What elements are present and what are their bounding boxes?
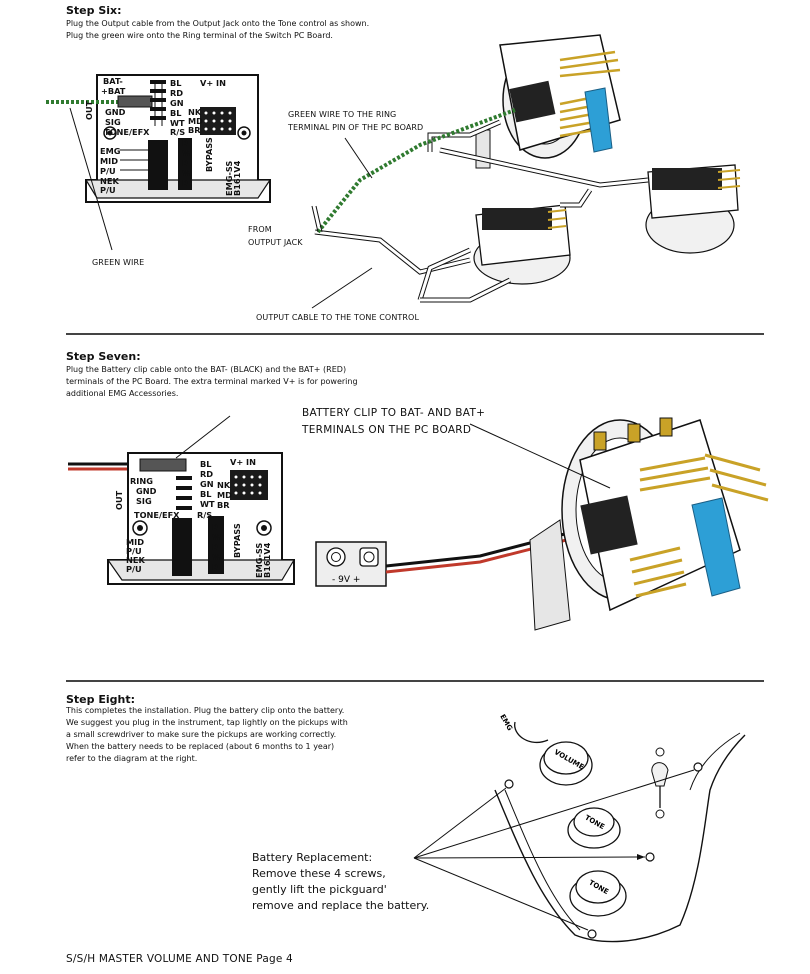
battery-replacement-4: remove and replace the battery. [252, 899, 430, 912]
step-six-diagram: BAT- +BAT GND SIG BL RD GN BL WT V+ IN N… [46, 34, 741, 309]
callout-battery-2: TERMINALS ON THE PC BOARD [302, 424, 472, 436]
svg-text:SIG: SIG [136, 496, 152, 506]
label-out: OUT [84, 100, 94, 120]
label-bat-minus: BAT- [103, 76, 123, 86]
svg-text:B161V4: B161V4 [262, 542, 272, 578]
label-emg: EMG [100, 146, 121, 156]
label-sig: SIG [105, 117, 121, 127]
label-model2: B161V4 [232, 160, 242, 196]
step-seven-text-2: terminals of the PC Board. The extra ter… [66, 377, 358, 386]
svg-text:BL: BL [200, 459, 211, 469]
callout-from: FROM [248, 225, 272, 234]
svg-text:RD: RD [200, 469, 213, 479]
s7-label-vplus-in: V+ IN [230, 457, 256, 467]
label-nk: NK [188, 107, 202, 117]
label-bl2: BL [170, 108, 181, 118]
step-six-assembly [311, 34, 741, 309]
svg-text:B: B [212, 562, 218, 572]
svg-text:W: W [182, 148, 191, 158]
svg-text:BYPASS: BYPASS [232, 523, 242, 558]
step-seven-text-3: additional EMG Accessories. [66, 389, 179, 398]
step-six-text-2: Plug the green wire onto the Ring termin… [66, 31, 333, 40]
svg-text:GND: GND [136, 486, 157, 496]
svg-text:GN: GN [200, 479, 214, 489]
label-pu: P/U [100, 166, 116, 176]
label-wt: WT [170, 118, 185, 128]
label-nek: NEK [100, 176, 119, 186]
step-six-title: Step Six: [66, 4, 122, 17]
svg-text:B: B [182, 138, 188, 148]
step-eight-text-1: This completes the installation. Plug th… [66, 706, 345, 715]
label-tone-efx: TONE/EFX [104, 127, 150, 137]
s7-label-tone-efx: TONE/EFX [134, 510, 180, 520]
label-mid: MID [100, 156, 118, 166]
svg-text:WT: WT [200, 499, 215, 509]
svg-text:MID: MID [126, 537, 144, 547]
label-gn: GN [170, 98, 184, 108]
label-bypass: BYPASS [204, 137, 214, 172]
callout-green-ring-1: GREEN WIRE TO THE RING [288, 110, 397, 119]
step-eight-text-5: refer to the diagram at the right. [66, 754, 198, 763]
step-eight-title: Step Eight: [66, 693, 135, 706]
knob-tone-1: TONE [567, 807, 621, 849]
svg-text:R/S: R/S [197, 510, 212, 520]
svg-text:W: W [182, 168, 191, 178]
callout-output-cable: OUTPUT CABLE TO THE TONE CONTROL [256, 313, 420, 322]
step-eight-text-3: a small screwdriver to make sure the pic… [66, 730, 337, 739]
svg-text:P/U: P/U [126, 564, 142, 574]
svg-text:BL: BL [200, 489, 211, 499]
svg-text:EMG-SS: EMG-SS [254, 543, 264, 578]
divider-2 [66, 680, 764, 682]
label-br: BR [188, 125, 201, 135]
label-rd: RD [170, 88, 183, 98]
label-md: MD [188, 116, 203, 126]
callout-battery-1: BATTERY CLIP TO BAT- AND BAT+ [302, 407, 486, 419]
battery-replacement-1: Battery Replacement: [252, 851, 373, 864]
step-eight-text-4: When the battery needs to be replaced (a… [66, 742, 335, 751]
svg-text:W: W [212, 532, 221, 542]
label-vplus-in: V+ IN [200, 78, 226, 88]
svg-text:B: B [212, 522, 218, 532]
label-gnd: GND [105, 107, 126, 117]
page-footer: S/S/H MASTER VOLUME AND TONE Page 4 [66, 953, 293, 965]
svg-text:B: B [182, 178, 188, 188]
callout-output-jack: OUTPUT JACK [248, 238, 303, 247]
step-seven-text-1: Plug the Battery clip cable onto the BAT… [66, 365, 347, 374]
step-six-text-1: Plug the Output cable from the Output Ja… [66, 19, 370, 28]
label-rs: R/S [170, 127, 185, 137]
battery-label: - 9V + [332, 575, 360, 585]
label-bat-plus: +BAT [101, 86, 126, 96]
callout-green-ring-2: TERMINAL PIN OF THE PC BOARD [288, 123, 424, 132]
pickup-label: EMG [498, 713, 514, 732]
knob-volume: VOLUME [539, 741, 593, 786]
divider-1 [66, 333, 764, 335]
svg-text:NEK: NEK [126, 555, 145, 565]
callout-green-wire: GREEN WIRE [92, 258, 145, 267]
svg-text:B: B [212, 542, 218, 552]
s7-label-ring: RING [130, 476, 153, 486]
step-seven-title: Step Seven: [66, 350, 141, 363]
svg-text:W: W [212, 552, 221, 562]
step-eight-text-2: We suggest you plug in the instrument, t… [66, 718, 348, 727]
svg-text:B: B [182, 158, 188, 168]
label-pu2: P/U [100, 185, 116, 195]
svg-text:P/U: P/U [126, 546, 142, 556]
svg-text:NK: NK [217, 480, 231, 490]
knob-tone-2: TONE [569, 870, 627, 917]
svg-text:MD: MD [217, 490, 232, 500]
battery-replacement-3: gently lift the pickguard' [252, 883, 387, 896]
label-bl: BL [170, 78, 181, 88]
battery-replacement-2: Remove these 4 screws, [252, 867, 386, 880]
label-model: EMG-SS [224, 161, 234, 196]
svg-text:BR: BR [217, 500, 230, 510]
svg-text:OUT: OUT [114, 490, 124, 510]
